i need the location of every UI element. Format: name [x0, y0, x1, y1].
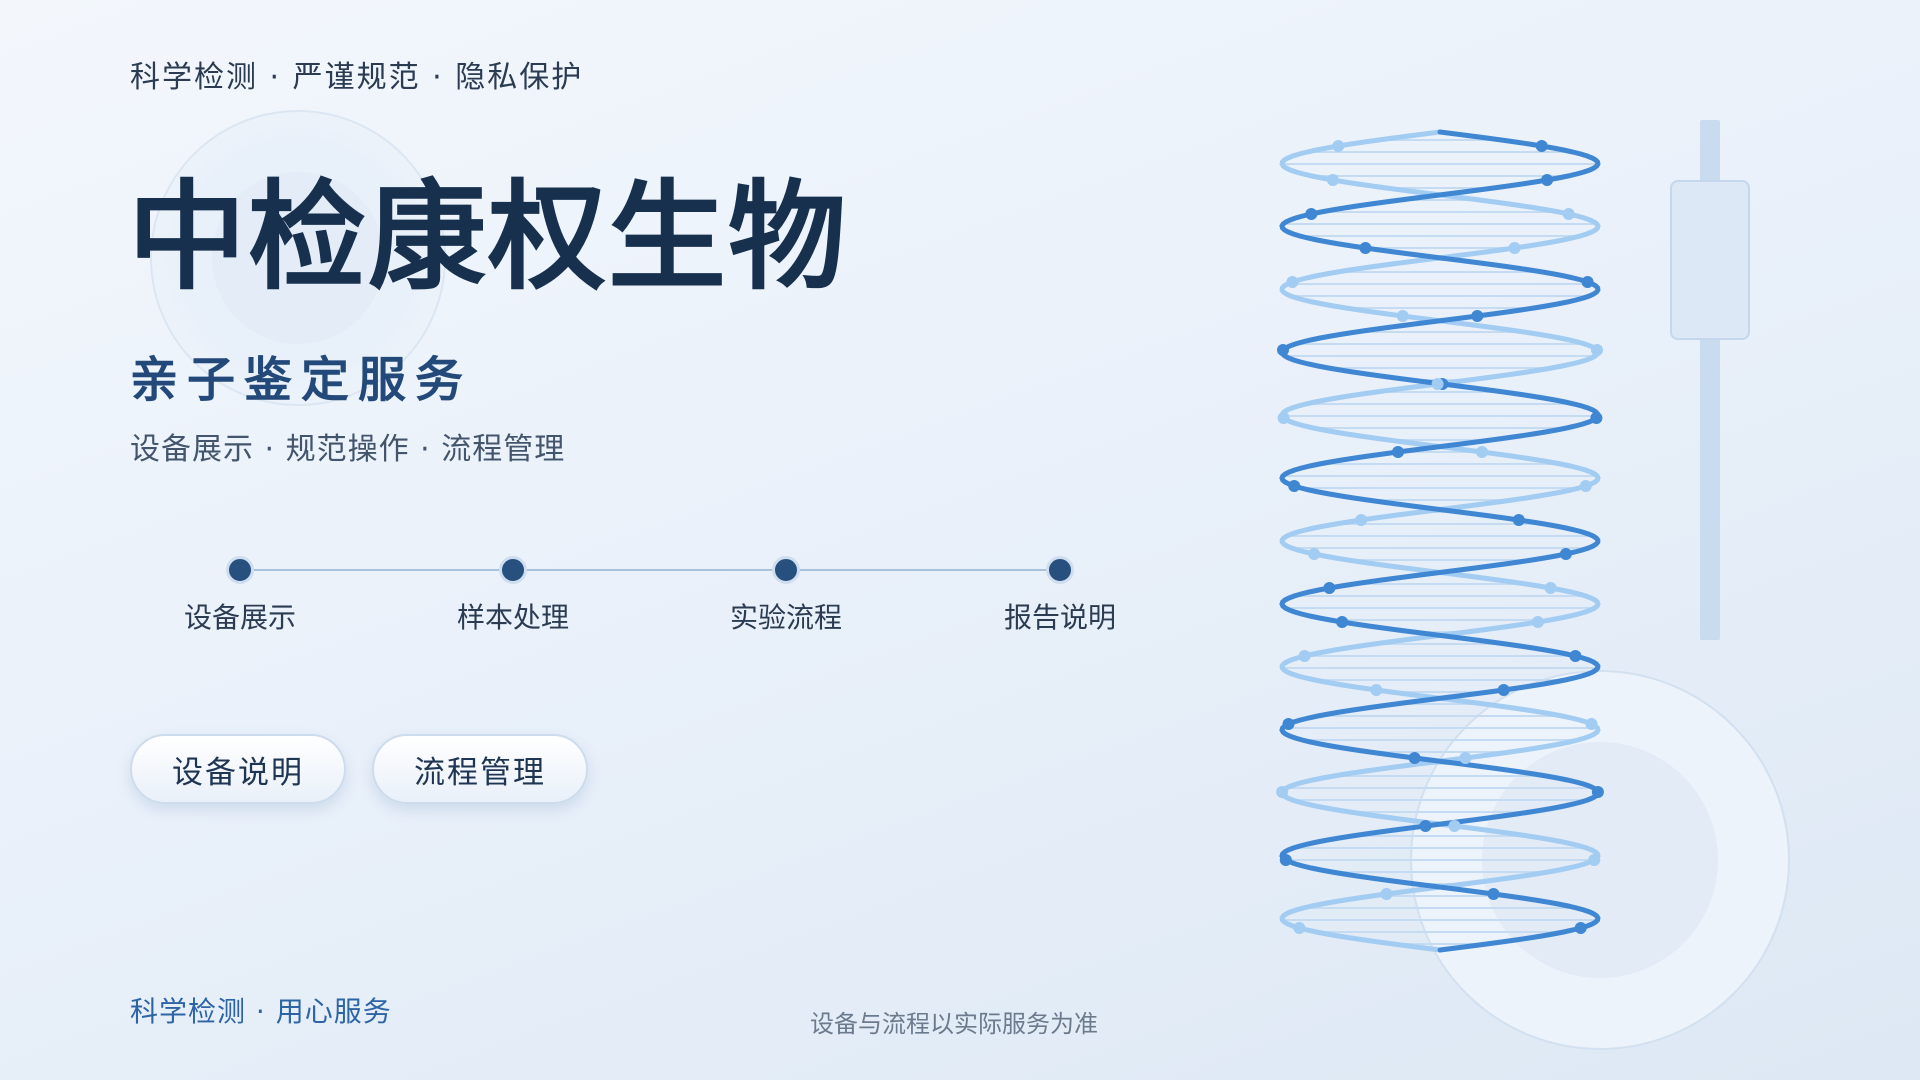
helix-bead	[1431, 378, 1444, 390]
helix-bead	[1332, 140, 1345, 152]
helix-bead	[1305, 208, 1318, 220]
helix-bead	[1512, 514, 1525, 526]
top-tagline: 科学检测 · 严谨规范 · 隐私保护	[130, 60, 584, 95]
helix-bead	[1380, 888, 1393, 900]
helix-bead	[1326, 174, 1339, 186]
helix-bead	[1279, 854, 1292, 866]
helix-bead	[1277, 412, 1290, 424]
steps-connector-line	[240, 569, 1060, 571]
helix-bead	[1569, 650, 1582, 662]
process-steps: 设备展示 样本处理 实验流程 报告说明	[184, 556, 1116, 646]
helix-bead	[1541, 174, 1554, 186]
helix-bead	[1359, 242, 1372, 254]
service-tagline: 设备展示 · 规范操作 · 流程管理	[130, 432, 566, 467]
page-subtitle: 亲子鉴定服务	[130, 352, 473, 408]
helix-bead	[1308, 548, 1321, 560]
helix-bead	[1471, 310, 1484, 322]
helix-bead	[1448, 820, 1461, 832]
step-dot	[772, 556, 800, 584]
step-label: 设备展示	[183, 601, 296, 634]
helix-bead	[1591, 786, 1604, 798]
helix-bead	[1590, 412, 1603, 424]
helix-bead	[1282, 718, 1295, 730]
helix-bead	[1276, 786, 1289, 798]
step-label: 样本处理	[456, 601, 569, 634]
helix-bead	[1459, 752, 1472, 764]
helix-bead	[1419, 820, 1432, 832]
page-title: 中检康权生物	[128, 168, 849, 306]
step-label: 报告说明	[1003, 601, 1116, 634]
process-management-button[interactable]: 流程管理	[372, 734, 588, 804]
footer-note: 设备与流程以实际服务为准	[810, 1010, 1098, 1038]
helix-bead	[1288, 480, 1301, 492]
helix-bead	[1574, 922, 1587, 934]
helix-bead	[1392, 446, 1404, 458]
dna-helix-icon	[1276, 129, 1604, 953]
helix-bead	[1544, 582, 1557, 594]
helix-bead	[1336, 616, 1349, 628]
helix-bead	[1277, 344, 1289, 356]
helix-bead	[1579, 480, 1592, 492]
helix-bead	[1562, 208, 1575, 220]
step-dot	[226, 556, 254, 584]
helix-bead	[1591, 344, 1603, 356]
helix-bead	[1370, 684, 1383, 696]
helix-bead	[1588, 854, 1601, 866]
helix-bead	[1286, 276, 1299, 288]
helix-bead	[1487, 888, 1500, 900]
helix-bead	[1355, 514, 1368, 526]
helix-bead	[1298, 650, 1311, 662]
helix-bead	[1581, 276, 1594, 288]
helix-bead	[1396, 310, 1409, 322]
step-label: 实验流程	[729, 601, 842, 634]
helix-bead	[1508, 242, 1521, 254]
helix-bead	[1531, 616, 1544, 628]
equipment-info-button[interactable]: 设备说明	[130, 734, 346, 804]
helix-bead	[1559, 548, 1572, 560]
decorative-panel	[1670, 180, 1750, 340]
step-dot	[1046, 556, 1074, 584]
helix-bead	[1408, 752, 1421, 764]
helix-bead	[1293, 922, 1306, 934]
helix-bead	[1585, 718, 1598, 730]
helix-bead	[1497, 684, 1510, 696]
step-dot	[499, 556, 527, 584]
helix-bead	[1476, 446, 1488, 458]
helix-bead	[1535, 140, 1548, 152]
footer-slogan: 科学检测 · 用心服务	[130, 995, 392, 1028]
decorative-ring-left	[150, 110, 446, 406]
helix-bead	[1323, 582, 1336, 594]
